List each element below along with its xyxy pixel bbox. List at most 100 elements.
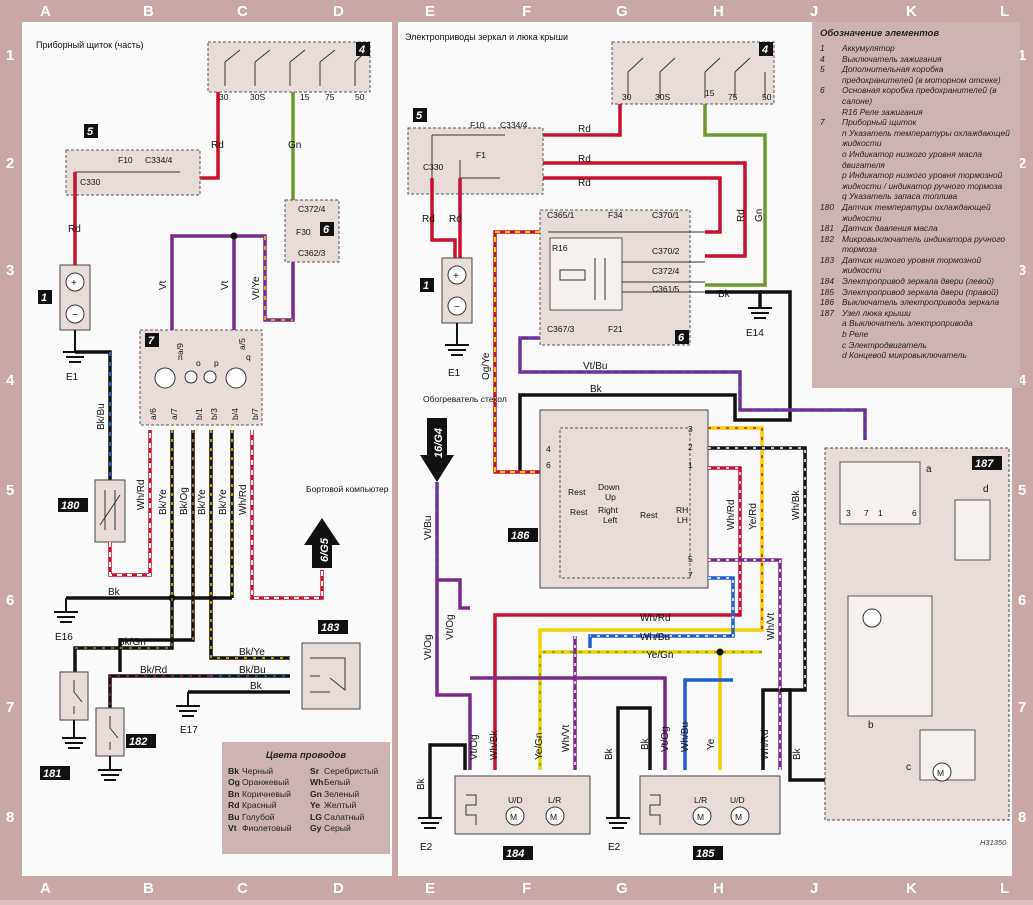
wire-label-rd-4: Rd: [578, 154, 591, 165]
wire-label-yegn: Ye/Gn: [646, 650, 673, 661]
wire-color-code: Og: [228, 777, 240, 788]
wire-label-vtbu-2: Vt/Bu: [423, 516, 434, 540]
wire-label-bk-187: Bk: [792, 747, 803, 760]
ground-e2-left-icon: [418, 817, 442, 829]
wire-color-name: Серебристый: [324, 766, 379, 776]
gauge-n-label: n: [178, 352, 183, 362]
legend-item-text: R16 Реле зажигания: [842, 106, 923, 117]
motor-m-187: M: [937, 768, 944, 778]
legend-item-text: Узел люка крыши: [842, 307, 911, 318]
wire-label-bkgn: Bk/Gn: [118, 637, 146, 648]
wire-whrd-186-stripe: [708, 467, 741, 615]
component-badge-5-left: [84, 124, 98, 138]
fuse-f34: F34: [608, 210, 623, 220]
component-number-184: 184: [506, 848, 524, 860]
component-badge-186: [508, 528, 538, 542]
ground-e2-right: E2: [608, 842, 621, 853]
wire-color-code: Rd: [228, 800, 240, 811]
wire-whrd-186: [493, 466, 742, 770]
legend-item-number: [820, 170, 842, 191]
ground-e14-icon: [748, 307, 772, 319]
grid-right: 1 2 3 4 5 6 7 8: [1018, 47, 1027, 826]
component-number-182: 182: [129, 736, 147, 748]
ground-e1-right: E1: [448, 368, 461, 379]
sub187-c: c: [906, 762, 911, 773]
gauge-q-label: q: [246, 352, 251, 362]
wire-label-bkbu-183: Bk/Bu: [239, 665, 266, 676]
legend-item-text: n Указатель температуры охлаждающей жидк…: [842, 127, 1010, 149]
drawing-stamp: H31350: [980, 838, 1007, 847]
legend-item: o Индикатор низкого уровня масла двигате…: [812, 149, 1020, 170]
component-number-5-left: 5: [87, 126, 94, 138]
connector-c365-1: C365/1: [547, 210, 575, 220]
connector-c334-4-right: C334/4: [500, 120, 528, 130]
wire-label-vt-1: Vt: [158, 280, 169, 290]
component-number-7: 7: [148, 335, 155, 347]
component-number-183: 183: [321, 622, 339, 634]
switch-pin-3: 3: [688, 424, 693, 434]
ref-16g4: 16/G4: [433, 428, 445, 458]
grid-row-3: 3: [6, 262, 14, 279]
sunroof-pin-1: 1: [878, 508, 883, 518]
wire-label-bkbu: Bk/Bu: [96, 403, 107, 430]
switch-rest-1: Rest: [568, 487, 586, 497]
terminal-50-left: 50: [355, 92, 365, 102]
grid-row-4: 4: [6, 372, 15, 389]
legend-item-text: Дополнительная коробка предохранителей (…: [842, 64, 1001, 85]
connector-c361-5: C361/5: [652, 284, 680, 294]
gauge-n-icon: [154, 367, 176, 389]
battery-plus-icon-right: [447, 265, 467, 285]
wire-label-bk-183: Bk: [250, 681, 263, 692]
wire-ogye-stripe: [494, 231, 540, 473]
wire-vtog-185: [470, 676, 667, 770]
motor-m-184-2: M: [550, 812, 557, 822]
legend-item-text: Выключатель электропривода зеркала: [842, 297, 1000, 308]
legend-item-text: Датчик температуры охлаждающей жидкости: [842, 201, 991, 223]
wire-label-vtog-2: Vt/Og: [445, 614, 456, 640]
pin-a6: a/6: [148, 408, 158, 420]
grid-col-a: A: [40, 3, 51, 20]
wire-color-name: Голубой: [242, 811, 275, 822]
wire-label-vtog-1: Vt/Og: [423, 634, 434, 660]
component-number-180: 180: [61, 500, 80, 512]
sub187-b: b: [868, 720, 874, 731]
grid-col-g-bottom: G: [616, 880, 628, 897]
right-title: Электроприводы зеркал и люка крыши: [405, 32, 568, 42]
grid-row-8-right: 8: [1018, 809, 1026, 826]
wire-color-name: Коричневый: [242, 788, 291, 799]
grid-col-l: L: [1000, 3, 1009, 20]
terminal-75-left: 75: [325, 92, 335, 102]
legend-item: d Концевой микровыключатель: [812, 350, 1020, 361]
component-badge-4-left: [356, 42, 370, 56]
pin-b3: b/3: [209, 408, 219, 420]
ground-e17-icon: [176, 692, 200, 717]
grid-col-d-bottom: D: [333, 880, 344, 897]
wire-bkrd-stripe: [109, 675, 210, 708]
ground-e1-left: E1: [66, 372, 79, 383]
pin-a9: a/9: [175, 343, 185, 355]
wire-label-bk-186: Bk: [590, 384, 603, 395]
legend-item-text: p Индикатор низкого уровня тормозной жид…: [842, 170, 1003, 191]
wire-color-code: Bn: [228, 788, 240, 799]
wire-whrd-2-stripe: [251, 430, 323, 599]
wire-label-rd-1: Rd: [211, 140, 224, 151]
legend-item-text: a Выключатель электропривода: [842, 318, 973, 329]
grid-row-3-right: 3: [1018, 262, 1026, 279]
wire-label-bkog: Bk/Og: [179, 487, 190, 515]
component-badge-185: [693, 846, 723, 860]
grid-col-e: E: [425, 3, 435, 20]
component-badge-5-right: [413, 108, 427, 122]
wire-color-name: Белый: [324, 777, 351, 788]
grid-col-k: K: [906, 3, 917, 20]
wire-label-rd-3: Rd: [578, 124, 591, 135]
gauge-q-icon: [225, 367, 247, 389]
battery-minus-icon-right: [447, 296, 467, 316]
wire-label-vt-2: Vt: [220, 280, 231, 290]
wire-label-vtog-3: Vt/Og: [469, 734, 480, 760]
ground-e17: E17: [180, 725, 198, 736]
legend-item: R16 Реле зажигания: [812, 107, 1020, 118]
